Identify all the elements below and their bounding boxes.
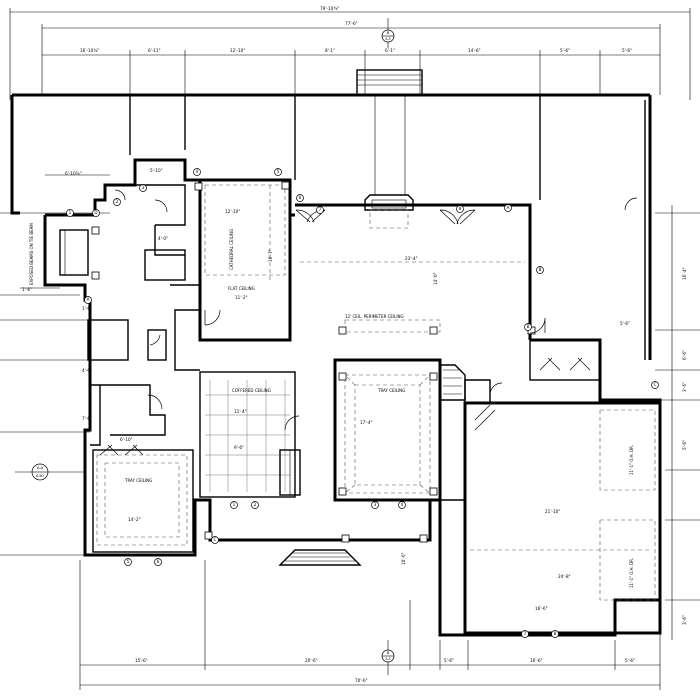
tag: 3	[374, 502, 377, 507]
dining-dim: 17'-4"	[360, 420, 373, 425]
tag: 5	[277, 169, 280, 174]
top-dim-4: 8'-1"	[325, 48, 335, 53]
tag: 2	[254, 502, 257, 507]
right-dim-3: 3'-6"	[682, 382, 687, 392]
door-swings	[59, 189, 638, 496]
garage-width: 21'-10"	[545, 509, 560, 514]
exterior-walls	[43, 158, 662, 637]
right-dimensions: 16'-4" 6'-6" 3'-6" 5'-6" 3'-6"	[655, 205, 700, 640]
tag: 6	[157, 559, 160, 564]
small-room-a: 5'-10"	[150, 168, 163, 173]
section-top-sheet: A-5	[385, 37, 390, 41]
right-dim-1: 16'-4"	[682, 267, 687, 280]
top-dim-8: 5'-6"	[622, 48, 632, 53]
section-marker-top: B A-5	[381, 18, 395, 48]
room-labels: CATHEDRAL CEILING FLAT CEILING 12' CEIL.…	[120, 168, 634, 611]
tag: 6	[299, 195, 302, 200]
tag: A	[507, 205, 510, 210]
study-inner: 11'-2"	[235, 295, 248, 300]
study-height: 16'-7"	[268, 249, 273, 262]
overall-dim-outer: 79'-10⅜"	[320, 6, 339, 11]
section-left-sheet: A-5D	[36, 474, 44, 478]
tag: 7	[319, 207, 322, 212]
section-left-letter: A-A	[37, 466, 44, 470]
coffered-height: 9'-6"	[234, 445, 244, 450]
top-dim-2: 6'-11"	[148, 48, 161, 53]
tag: 7	[524, 631, 527, 636]
tag: 4	[196, 169, 199, 174]
bedroom-width: 14'-2"	[128, 517, 141, 522]
coffered-width: 11'-4"	[234, 409, 247, 414]
bottom-dimensions: 15'-6" 20'-6" 5'-6" 16'-6" 5'-6" 70'-6"	[79, 560, 661, 690]
tag: 8	[459, 206, 462, 211]
top-dim-6: 14'-6"	[468, 48, 481, 53]
fireplace	[364, 194, 414, 229]
side-note-exposed-beams: EXPOSED BEAMS ON TIE BEAM	[29, 223, 34, 285]
top-dim-7: 5'-6"	[560, 48, 570, 53]
overall-dim-inner: 77'-6"	[345, 21, 358, 26]
stair	[440, 364, 466, 401]
garage-door-note-2: 11'-1" O.H. DR.	[629, 558, 634, 588]
left-dimensions: 6'-10⅜" 1'-6" 1'-6" 4'-0" 7'-6" EXPOSED …	[0, 171, 110, 556]
tag: 8	[554, 631, 557, 636]
coffered-ceiling-grid	[205, 380, 290, 492]
tag: 2	[116, 199, 119, 204]
small-room-b: 4'-0"	[158, 236, 168, 241]
tag: B	[539, 267, 542, 272]
label-coffered-ceiling: COFFERED CEILING	[232, 388, 271, 393]
top-dim-1: 16'-10⅜"	[80, 48, 99, 53]
rear-porch-outline	[10, 69, 652, 360]
tag: C	[214, 537, 217, 542]
great-room-height: 14'-0"	[433, 272, 438, 285]
bottom-dim-1: 15'-6"	[135, 658, 148, 663]
tag: 5	[127, 559, 130, 564]
bedroom-dim: 6'-10"	[120, 437, 133, 442]
ceiling-outlines	[96, 184, 656, 601]
left-dim-5: 7'-6"	[82, 416, 92, 421]
label-tray-ceiling-left: TRAY CEILING	[124, 478, 152, 483]
label-cathedral-ceiling: CATHEDRAL CEILING	[229, 229, 234, 270]
tag: C	[654, 382, 657, 387]
garage-bay: 16'-6"	[535, 606, 548, 611]
small-room-c: 5'-6"	[620, 321, 630, 326]
right-dim-2: 6'-6"	[682, 350, 687, 360]
top-dim-5: 6'-1"	[385, 48, 395, 53]
label-flat-ceiling: FLAT CEILING	[228, 286, 255, 291]
tag: D	[94, 210, 97, 215]
section-bottom-letter: B	[387, 651, 390, 655]
top-dim-3: 12'-10"	[230, 48, 245, 53]
bottom-dim-2: 20'-6"	[305, 658, 318, 663]
tag: A	[87, 297, 90, 302]
section-bottom-sheet: A-5	[385, 657, 390, 661]
right-dim-5: 3'-6"	[682, 615, 687, 625]
tag: 3	[142, 185, 145, 190]
porch-dim: 10'-6"	[401, 552, 406, 565]
left-dim-4: 4'-0"	[82, 368, 92, 373]
left-dim-1: 6'-10⅜"	[65, 171, 82, 176]
top-dimensions: 79'-10⅜" 77'-6" 16'-10⅜" 6'-11" 12'-10" …	[9, 6, 691, 100]
label-tray-ceiling-center: TRAY CEILING	[377, 388, 405, 393]
left-dim-3: 1'-6"	[82, 306, 92, 311]
tag: 4	[401, 502, 404, 507]
label-great-room-ceiling: 12' CEIL. PERIMETER CEILING	[345, 314, 404, 319]
bottom-dim-4: 16'-6"	[530, 658, 543, 663]
section-top-letter: B	[387, 31, 390, 35]
tag: 1	[233, 502, 236, 507]
opening-tags: 1 2 3 4 5 6 7 8 A B C 1 2 3 4 5 6 7 8 A …	[66, 168, 659, 638]
right-dim-4: 5'-6"	[682, 440, 687, 450]
bottom-dim-3: 5'-6"	[444, 658, 454, 663]
left-dim-2: 1'-6"	[22, 287, 32, 292]
garage-door-note-1: 11'-1" O.H. DR.	[629, 445, 634, 475]
section-marker-bottom: B A-5	[381, 640, 395, 675]
study-width: 12'-10"	[225, 209, 240, 214]
tag: 1	[69, 210, 72, 215]
bottom-dim-5: 5'-6"	[625, 658, 635, 663]
tag: B	[527, 324, 530, 329]
garage-width-2: 24'-8"	[558, 574, 571, 579]
bottom-overall-dim: 70'-6"	[355, 678, 368, 683]
columns	[91, 181, 536, 543]
great-room-width: 23'-4"	[405, 256, 418, 261]
section-marker-left: A-A A-5D	[15, 463, 85, 481]
